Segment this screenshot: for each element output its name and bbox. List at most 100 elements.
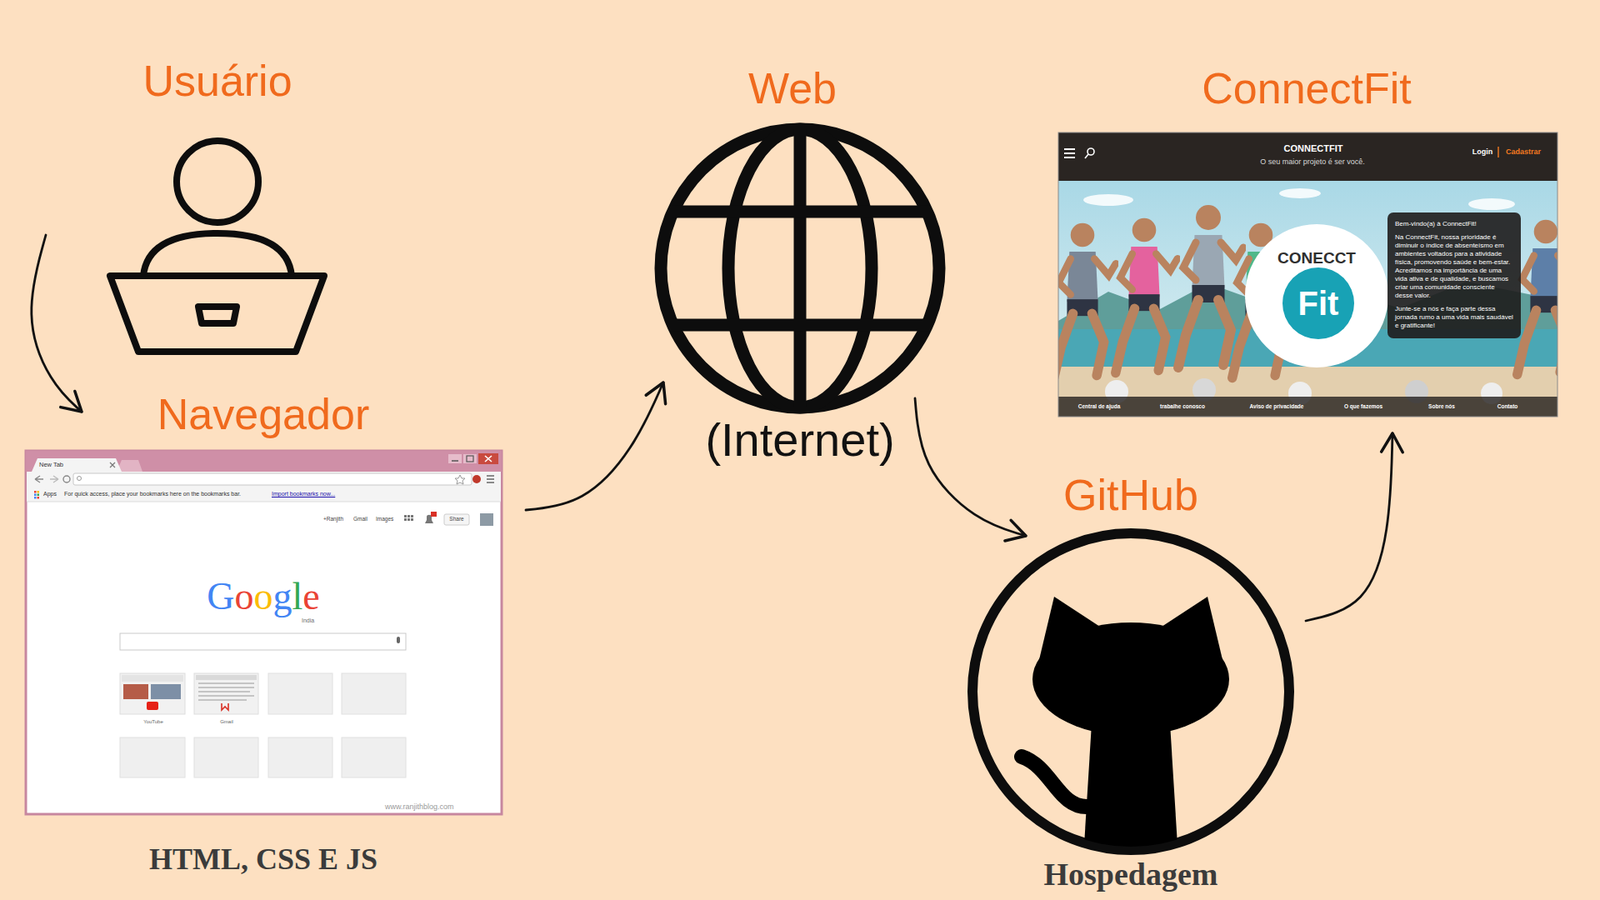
footer-link: Sobre nós — [1428, 403, 1455, 410]
browser-window — [194, 673, 259, 715]
connectfit-node: ConnectFitCONNECTFITO seu maior projeto … — [1058, 132, 1558, 417]
text-holder: Usuário — [142, 57, 292, 105]
text-holder: Gmail — [220, 719, 234, 725]
nav-link: Login — [1472, 147, 1494, 156]
browser-window — [77, 476, 82, 481]
section-heading: ConnectFit — [1201, 65, 1411, 113]
caption: Hospedagem — [1044, 858, 1219, 890]
site-screenshot — [1083, 194, 1134, 206]
caption: HTML, CSS E JS — [149, 844, 378, 875]
user-icon — [110, 140, 325, 352]
browser-window — [110, 462, 115, 468]
flow-arrow — [1305, 433, 1393, 621]
text-holder: ConnectFit — [1201, 65, 1411, 113]
logo-letter: g — [273, 575, 293, 618]
text-holder: (Internet) — [705, 415, 895, 465]
browser-window — [37, 496, 40, 500]
globe-icon — [660, 129, 940, 408]
browser-window — [194, 737, 259, 778]
logo-circle: CONECCTFit — [1245, 224, 1389, 368]
user-icon — [198, 306, 237, 324]
globe-icon — [671, 205, 929, 219]
text-holder: Web — [748, 65, 837, 113]
account-link: +Ranjith — [323, 515, 344, 522]
text-holder: GitHub — [1063, 471, 1199, 520]
browser-window — [123, 684, 149, 700]
browser-window — [34, 490, 37, 494]
globe-icon — [671, 319, 929, 332]
browser-window — [478, 453, 499, 465]
browser-window — [50, 475, 59, 483]
site-screenshot — [1115, 218, 1178, 374]
logo-letter: G — [206, 575, 235, 618]
browser-window — [37, 494, 40, 497]
text-holder: India — [301, 617, 315, 624]
github-logo — [1021, 596, 1230, 859]
browser-window — [451, 460, 459, 462]
site-name: CONNECTFIT — [1284, 143, 1344, 155]
bookmark-link: Import bookmarks now... — [271, 490, 335, 498]
logo-letter: e — [302, 575, 320, 618]
site-screenshot — [1058, 132, 1558, 181]
text-holder: Sobre nós — [1428, 403, 1455, 410]
text-holder: Hospedagem — [1044, 858, 1219, 890]
text-holder: Aviso de privacidade — [1250, 403, 1305, 410]
browser-window — [407, 515, 410, 518]
site-screenshot — [1058, 132, 1558, 417]
user-node: Usuário — [41, 141, 334, 359]
account-link: Images — [375, 515, 394, 522]
logo-text: CONECCT — [1277, 250, 1356, 266]
browser-window — [195, 675, 257, 680]
text-holder: www.ranjithblog.com — [385, 802, 455, 811]
share-button-text: Share — [449, 515, 464, 522]
globe-icon — [660, 129, 940, 408]
site-header-bar: CONNECTFITO seu maior projeto é ser você… — [1058, 132, 1558, 181]
logo-badge: Fit — [1282, 267, 1355, 340]
web-node: Web(Internet) — [654, 122, 946, 415]
browser-window — [448, 454, 462, 464]
text-holder: CONECCT — [1277, 250, 1356, 266]
panel-heading: Bem-vindo(a) à ConnectFit! — [1395, 220, 1514, 229]
text-holder: Gmail — [353, 515, 368, 522]
thumbnail-caption: YouTube — [143, 719, 164, 725]
browser-window — [466, 455, 474, 462]
section-heading: Usuário — [142, 57, 292, 105]
text-holder: Navegador — [157, 390, 370, 439]
text-holder: New Tab — [39, 461, 64, 470]
text-holder: Import bookmarks now... — [271, 490, 335, 498]
tab-title: New Tab — [39, 461, 64, 470]
browser-window — [34, 496, 37, 500]
footer-link: O que fazemos — [1344, 403, 1383, 410]
browser-window — [404, 515, 407, 518]
section-heading: Navegador — [157, 390, 370, 439]
flow-arrow — [915, 398, 1026, 536]
text-holder: For quick access, place your bookmarks h… — [64, 490, 241, 498]
text-holder: Fit — [1282, 267, 1355, 340]
browser-window — [404, 518, 407, 521]
browser-window — [63, 475, 70, 483]
browser-window — [26, 487, 501, 502]
logo-letter: o — [235, 575, 255, 618]
browser-window — [121, 675, 184, 682]
text-holder: Google — [206, 577, 320, 616]
text-holder: +Ranjith — [323, 515, 344, 522]
browser-window — [485, 455, 492, 462]
user-icon — [143, 233, 292, 276]
browser-window — [463, 454, 477, 464]
browser-window — [35, 475, 44, 483]
connector-group — [31, 235, 1393, 621]
site-screenshot — [1054, 132, 1580, 417]
bookmark-label: Apps — [43, 490, 57, 498]
site-screenshot — [1058, 366, 1558, 417]
browser-window — [73, 473, 472, 485]
browser-window — [221, 703, 229, 710]
panel-body: Junte-se a nós e faça parte dessa jornad… — [1395, 305, 1514, 330]
browser-window — [480, 513, 494, 526]
browser-window — [26, 471, 501, 488]
browser-window — [120, 673, 185, 715]
browser-window — [198, 683, 255, 700]
user-icon — [110, 275, 325, 352]
site-screenshot — [1085, 154, 1089, 159]
panel-body: Na ConnectFit, nossa prioridade é diminu… — [1395, 233, 1514, 300]
